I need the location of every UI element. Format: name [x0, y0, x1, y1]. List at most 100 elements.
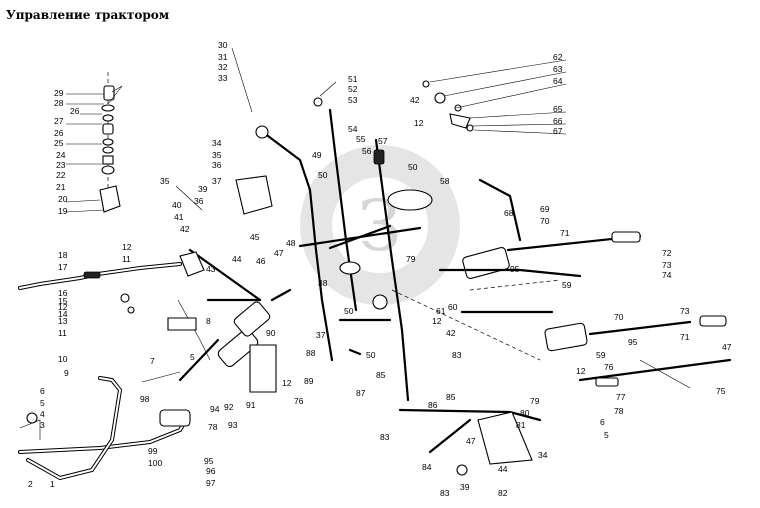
part-label-27: 27 — [54, 116, 64, 126]
part-label-70: 70 — [540, 216, 550, 226]
part-label-76: 76 — [604, 362, 614, 372]
right-linkages — [391, 178, 732, 476]
part-label-36: 36 — [212, 160, 222, 170]
part-label-100: 100 — [148, 458, 162, 468]
part-label-44-2: 44 — [498, 464, 508, 474]
part-label-75: 75 — [716, 386, 726, 396]
part-label-31: 31 — [218, 52, 228, 62]
part-label-6-2: 6 — [600, 417, 605, 427]
part-label-77: 77 — [616, 392, 626, 402]
part-label-41: 41 — [174, 212, 184, 222]
part-label-80: 80 — [520, 408, 530, 418]
left-rods — [18, 248, 262, 314]
part-label-48: 48 — [286, 238, 296, 248]
part-label-11: 11 — [58, 328, 67, 338]
part-label-26-2: 26 — [70, 106, 80, 116]
part-label-71-2: 71 — [680, 332, 690, 342]
part-label-54: 54 — [348, 124, 358, 134]
part-label-89: 89 — [304, 376, 314, 386]
part-label-63: 63 — [553, 64, 563, 74]
part-label-96: 96 — [206, 466, 216, 476]
part-label-94: 94 — [210, 404, 220, 414]
part-label-82: 82 — [498, 488, 508, 498]
part-label-15: 15 — [58, 296, 68, 306]
top-left-exploded-parts — [99, 72, 123, 213]
part-label-42-2: 42 — [410, 95, 420, 105]
part-label-67: 67 — [553, 126, 563, 136]
part-label-81: 81 — [516, 420, 526, 430]
part-label-26: 26 — [54, 128, 64, 138]
part-label-71: 71 — [560, 228, 570, 238]
part-label-42: 42 — [180, 224, 190, 234]
part-label-12-2: 12 — [122, 242, 132, 252]
part-label-57: 57 — [378, 136, 388, 146]
part-label-47: 47 — [274, 248, 284, 258]
part-label-72: 72 — [662, 248, 672, 258]
part-label-85: 85 — [446, 392, 456, 402]
top-right-parts — [422, 80, 474, 132]
part-label-90: 90 — [266, 328, 276, 338]
part-label-37-2: 37 — [316, 330, 326, 340]
part-label-83-3: 83 — [440, 488, 450, 498]
part-label-60: 60 — [448, 302, 458, 312]
part-label-78-2: 78 — [208, 422, 218, 432]
part-label-93: 93 — [228, 420, 238, 430]
part-label-38: 38 — [318, 278, 328, 288]
part-label-23: 23 — [56, 160, 66, 170]
part-label-86: 86 — [428, 400, 438, 410]
part-label-55: 55 — [356, 134, 366, 144]
part-label-32: 32 — [218, 62, 228, 72]
part-label-65: 65 — [553, 104, 563, 114]
part-label-20: 20 — [58, 194, 68, 204]
part-label-36-2: 36 — [194, 196, 204, 206]
part-label-43: 43 — [206, 264, 216, 274]
part-label-12-5: 12 — [576, 366, 586, 376]
part-label-46: 46 — [256, 256, 266, 266]
part-label-12-4: 12 — [282, 378, 292, 388]
part-label-47-3: 47 — [722, 342, 732, 352]
part-label-78: 78 — [614, 406, 624, 416]
part-label-29: 29 — [54, 88, 64, 98]
part-label-79: 79 — [406, 254, 416, 264]
part-label-25: 25 — [54, 138, 64, 148]
part-label-85-2: 85 — [376, 370, 386, 380]
part-label-18: 18 — [58, 250, 68, 260]
part-label-52: 52 — [348, 84, 358, 94]
part-label-66: 66 — [553, 116, 563, 126]
part-label-4: 4 — [40, 409, 45, 419]
part-label-13: 13 — [58, 316, 68, 326]
part-label-50: 50 — [318, 170, 328, 180]
part-label-83-2: 83 — [452, 350, 462, 360]
part-label-24: 24 — [56, 150, 66, 160]
part-label-12-3: 12 — [432, 316, 442, 326]
part-label-39: 39 — [198, 184, 208, 194]
part-label-97: 97 — [206, 478, 216, 488]
part-label-62: 62 — [553, 52, 563, 62]
part-label-98: 98 — [140, 394, 150, 404]
part-label-58: 58 — [440, 176, 450, 186]
part-label-50-3: 50 — [344, 306, 354, 316]
part-label-5-3: 5 — [190, 352, 195, 362]
leader-lines — [65, 47, 691, 389]
part-label-30: 30 — [218, 40, 228, 50]
part-label-83: 83 — [380, 432, 390, 442]
part-label-1: 1 — [50, 479, 55, 489]
part-label-70-2: 70 — [614, 312, 624, 322]
part-label-35-2: 35 — [160, 176, 170, 186]
lower-left-pipe — [18, 376, 191, 481]
part-label-74: 74 — [662, 270, 672, 280]
part-label-16: 16 — [58, 288, 68, 298]
part-label-51: 51 — [348, 74, 358, 84]
part-label-34: 34 — [212, 138, 222, 148]
part-label-95-2: 95 — [628, 337, 638, 347]
diagram-title: Управление трактором — [6, 8, 170, 22]
part-label-95: 95 — [204, 456, 214, 466]
part-label-50-2: 50 — [408, 162, 418, 172]
part-label-68: 68 — [504, 208, 514, 218]
part-label-73-2: 73 — [680, 306, 690, 316]
part-label-8: 8 — [206, 316, 211, 326]
central-levers — [235, 97, 433, 402]
part-label-64: 64 — [553, 76, 563, 86]
